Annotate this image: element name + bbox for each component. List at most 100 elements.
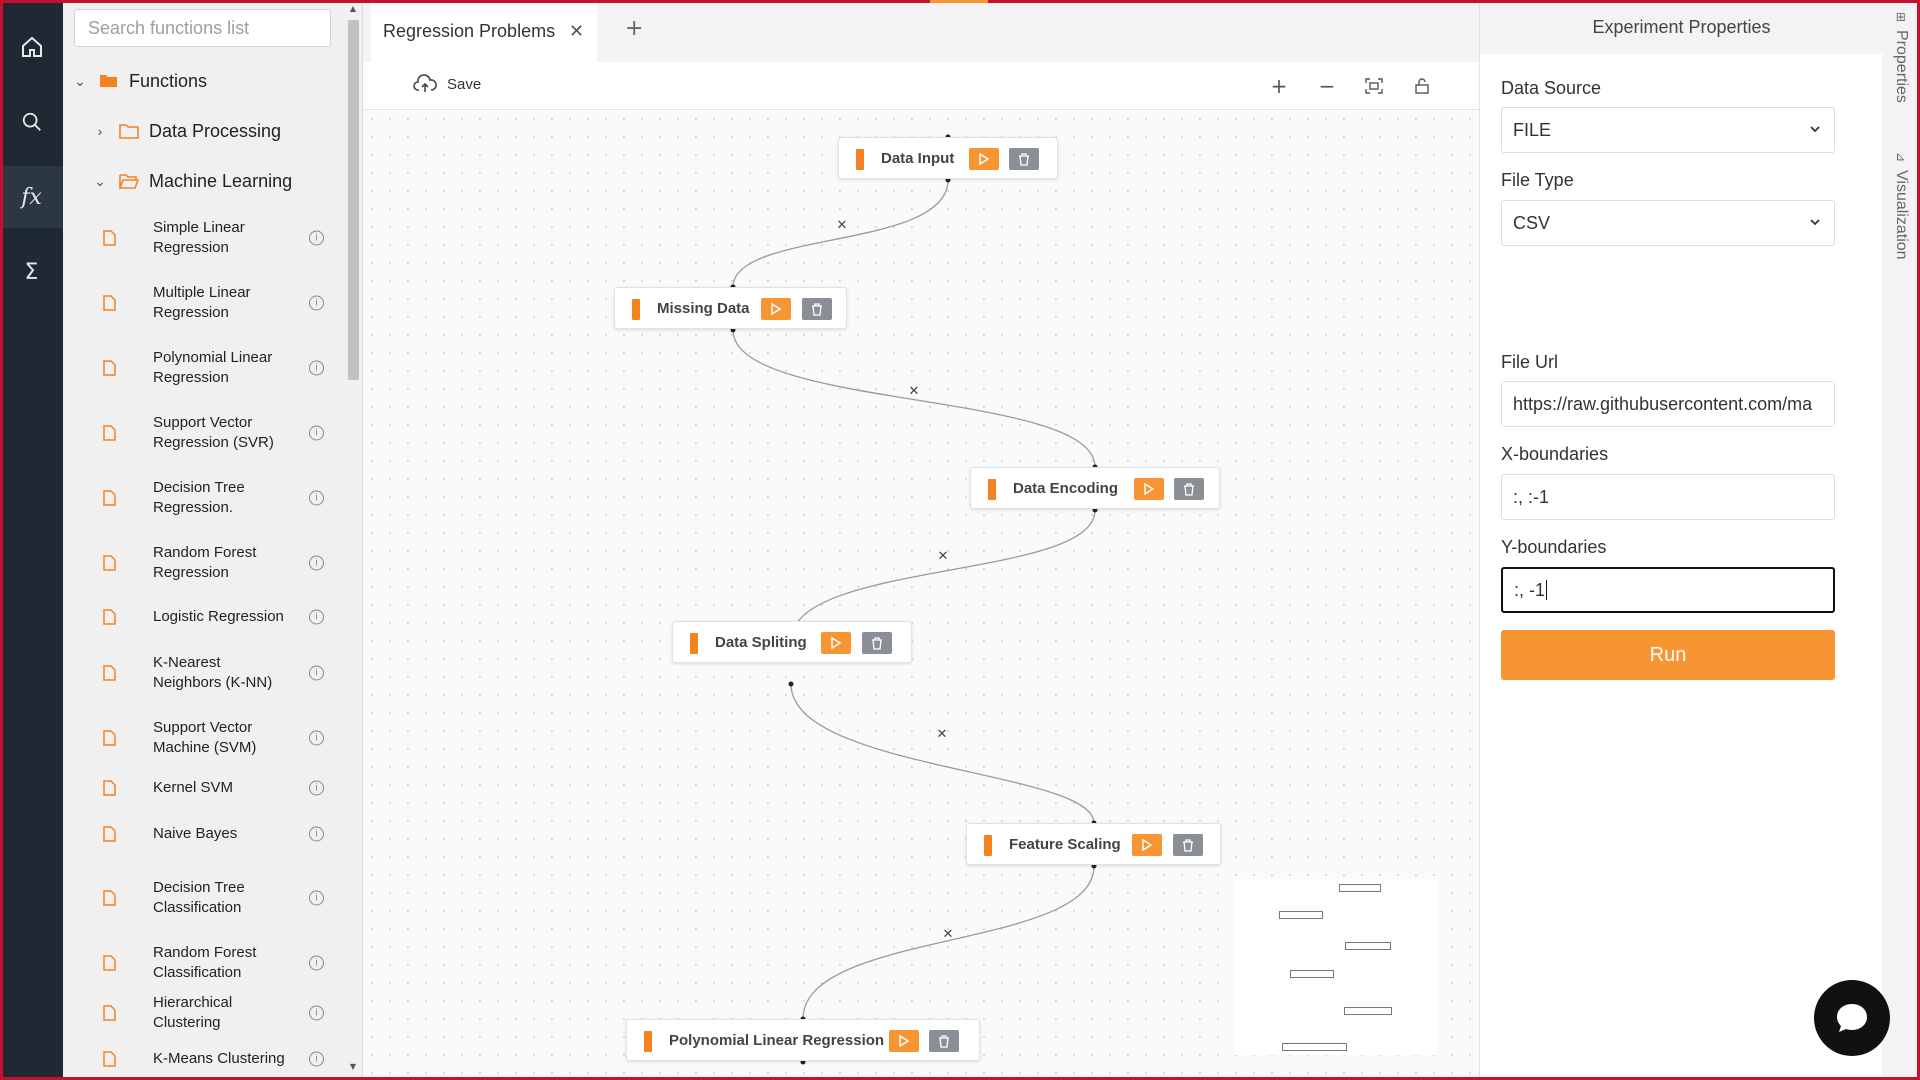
file-type-select[interactable]: CSV <box>1501 200 1835 246</box>
functions-sidebar: ⌄ Functions › Data Processing ⌄ Machine … <box>63 0 363 1080</box>
fx-icon: fx <box>21 184 42 210</box>
info-icon[interactable]: i <box>309 890 324 906</box>
scroll-thumb[interactable] <box>348 20 359 380</box>
folder-data-processing[interactable]: › Data Processing <box>93 118 281 144</box>
delete-button[interactable] <box>862 632 892 654</box>
open-folder-icon <box>100 75 117 87</box>
x-boundaries-input[interactable]: :, :-1 <box>1501 474 1835 520</box>
info-icon[interactable]: i <box>309 425 324 441</box>
zoom-out-icon[interactable]: − <box>1318 74 1336 98</box>
edge-remove-icon: ✕ <box>909 383 920 398</box>
edge <box>790 509 1096 642</box>
node-missing-data[interactable]: Missing Data <box>614 287 847 329</box>
function-item[interactable]: Support Vector Machine (SVM)i <box>63 718 324 758</box>
play-button[interactable] <box>1132 834 1162 856</box>
zoom-in-icon[interactable]: + <box>1270 74 1288 98</box>
delete-button[interactable] <box>1009 148 1039 170</box>
save-label: Save <box>447 75 482 93</box>
node-data-encoding[interactable]: Data Encoding <box>970 467 1220 509</box>
tree-root-functions[interactable]: ⌄ Functions <box>73 68 207 94</box>
home-button[interactable] <box>0 16 63 78</box>
tab-bar: Regression Problems ✕ + <box>363 0 1479 62</box>
add-tab-icon[interactable]: + <box>625 16 644 41</box>
document-icon <box>103 555 116 571</box>
function-item-label: Random Forest Regression <box>153 544 257 581</box>
delete-button[interactable] <box>802 298 832 320</box>
info-icon[interactable]: i <box>309 609 324 625</box>
info-icon[interactable]: i <box>309 360 324 376</box>
node-data-spliting[interactable]: Data Spliting <box>672 621 912 663</box>
play-button[interactable] <box>889 1030 919 1052</box>
info-icon[interactable]: i <box>309 1051 324 1067</box>
info-icon[interactable]: i <box>309 295 324 311</box>
data-source-value: FILE <box>1513 119 1552 140</box>
node-data-input[interactable]: Data Input <box>838 137 1058 179</box>
close-icon[interactable]: ✕ <box>569 21 585 41</box>
scroll-up-arrow[interactable]: ▲ <box>349 4 357 13</box>
chevron-down-icon: ⌄ <box>94 172 106 189</box>
info-icon[interactable]: i <box>309 490 324 506</box>
folder-machine-learning[interactable]: ⌄ Machine Learning <box>93 168 292 194</box>
chat-button[interactable] <box>1814 980 1890 1056</box>
tab-properties[interactable]: ⊞ Properties <box>1892 12 1910 103</box>
play-button[interactable] <box>1134 478 1164 500</box>
functions-button[interactable]: fx <box>0 166 63 228</box>
tab-visualization[interactable]: ⊿ Visualization <box>1892 152 1910 260</box>
delete-button[interactable] <box>929 1030 959 1052</box>
info-icon[interactable]: i <box>309 1005 324 1021</box>
delete-button[interactable] <box>1173 834 1203 856</box>
function-item[interactable]: Decision Tree Regression.i <box>63 478 324 518</box>
info-icon[interactable]: i <box>309 780 324 796</box>
tab-regression-problems[interactable]: Regression Problems ✕ <box>371 0 597 62</box>
minimap[interactable] <box>1235 879 1437 1055</box>
run-label: Run <box>1649 643 1687 666</box>
search-button[interactable] <box>0 91 63 153</box>
x-boundaries-value: :, :-1 <box>1513 486 1550 507</box>
play-button[interactable] <box>761 298 791 320</box>
info-icon[interactable]: i <box>309 730 324 746</box>
flow-canvas[interactable]: ✕ ✕ ✕ ✕ ✕ Data Input Missing Data Data E… <box>363 110 1479 1080</box>
info-icon[interactable]: i <box>309 555 324 571</box>
y-boundaries-input[interactable]: :, -1 <box>1501 567 1835 613</box>
search-functions-input[interactable] <box>74 9 331 47</box>
play-button[interactable] <box>969 148 999 170</box>
sigma-icon: Σ <box>24 259 39 285</box>
info-icon[interactable]: i <box>309 230 324 246</box>
delete-button[interactable] <box>1174 478 1204 500</box>
info-icon[interactable]: i <box>309 665 324 681</box>
chart-icon: ⊿ <box>1894 152 1908 163</box>
lock-icon[interactable] <box>1410 74 1434 98</box>
sidebar-scrollbar[interactable]: ▲ ▼ <box>345 0 361 1080</box>
file-url-input[interactable]: https://raw.githubusercontent.com/ma <box>1501 381 1835 427</box>
sigma-button[interactable]: Σ <box>0 241 63 303</box>
tab-visualization-label: Visualization <box>1893 170 1910 260</box>
fit-view-icon[interactable] <box>1362 74 1386 98</box>
function-item[interactable]: Support Vector Regression (SVR)i <box>63 413 324 453</box>
node-accent-bar <box>856 149 864 170</box>
function-item[interactable]: K-Nearest Neighbors (K-NN)i <box>63 653 324 693</box>
run-button[interactable]: Run <box>1501 630 1835 680</box>
node-polynomial-linear-regression[interactable]: Polynomial Linear Regression <box>626 1019 980 1061</box>
info-icon[interactable]: i <box>309 826 324 842</box>
function-item[interactable]: Random Forest Regression i <box>63 543 324 583</box>
minimap-node <box>1290 970 1334 978</box>
y-boundaries-label: Y-boundaries <box>1501 537 1607 557</box>
save-button[interactable]: Save <box>413 74 481 94</box>
play-button[interactable] <box>821 632 851 654</box>
node-feature-scaling[interactable]: Feature Scaling <box>966 823 1221 865</box>
edge <box>732 179 949 288</box>
edge-remove-icon: ✕ <box>937 726 948 741</box>
scroll-down-arrow[interactable]: ▼ <box>349 1062 357 1071</box>
data-source-select[interactable]: FILE <box>1501 107 1835 153</box>
info-icon[interactable]: i <box>309 955 324 971</box>
